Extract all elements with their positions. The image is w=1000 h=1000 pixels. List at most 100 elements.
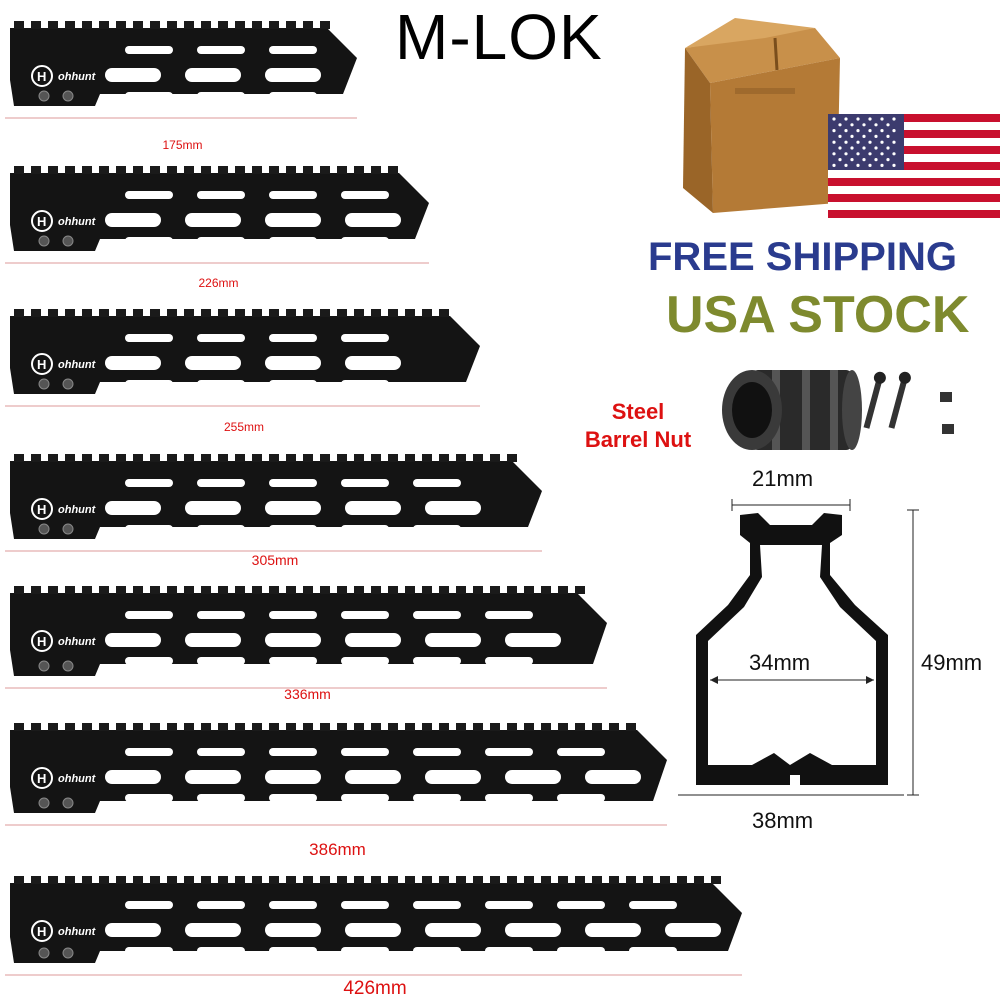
screw-icon — [62, 660, 74, 672]
brand-logo-mark: H — [37, 924, 46, 939]
rail-tooth — [252, 723, 262, 731]
rail-tooth — [252, 454, 262, 462]
rail-tooth — [167, 723, 177, 731]
mlok-slot — [557, 947, 605, 955]
mlok-slot — [269, 92, 317, 100]
rail-tooth — [133, 586, 143, 594]
mlok-slot — [425, 770, 481, 784]
rail-tooth — [65, 166, 75, 174]
rail-tooth — [354, 309, 364, 317]
mlok-slot — [413, 947, 461, 955]
handguard-length-label: 226mm — [198, 276, 239, 290]
profile-top-width: 21mm — [752, 466, 814, 491]
mlok-slot — [413, 748, 461, 756]
mlok-slot — [197, 657, 245, 665]
flag-star — [868, 117, 872, 121]
flag-star — [874, 158, 878, 162]
rail-tooth — [371, 723, 381, 731]
screw-icon — [62, 947, 74, 959]
mlok-slot — [341, 901, 389, 909]
flag-star — [880, 163, 884, 167]
brand-name: ohhunt — [58, 504, 97, 516]
mlok-slot — [185, 633, 241, 647]
barrel-nut-label-line1: Steel — [611, 399, 665, 424]
rail-tooth — [592, 876, 602, 884]
rail-tooth — [235, 723, 245, 731]
brand-logo-mark: H — [37, 357, 46, 372]
rail-tooth — [150, 21, 160, 29]
flag-star — [850, 134, 854, 138]
rail-tooth — [371, 586, 381, 594]
flag-star — [850, 158, 854, 162]
rail-tooth — [235, 21, 245, 29]
mlok-slot — [269, 525, 317, 533]
flag-star — [880, 140, 884, 144]
barrel-nut-label-line2: Barrel Nut — [584, 427, 692, 452]
rail-tooth — [558, 586, 568, 594]
mlok-slot — [413, 794, 461, 802]
rail-tooth — [439, 309, 449, 317]
rail-tooth — [354, 166, 364, 174]
mlok-slot — [265, 633, 321, 647]
rail-tooth — [269, 21, 279, 29]
flag-star — [886, 146, 890, 150]
mlok-slot — [341, 525, 389, 533]
brand-name: ohhunt — [58, 71, 97, 83]
mlok-slot — [341, 380, 389, 388]
rail-tooth — [490, 723, 500, 731]
rail-tooth — [439, 586, 449, 594]
mlok-slot — [413, 479, 461, 487]
rail-tooth — [303, 586, 313, 594]
flag-stripe — [828, 170, 1000, 178]
rail-tooth — [269, 454, 279, 462]
mlok-slot — [265, 213, 321, 227]
flag-star — [832, 152, 836, 156]
flag-star — [832, 129, 836, 133]
screw-icon — [62, 235, 74, 247]
rail-tooth — [507, 586, 517, 594]
rail-tooth — [286, 586, 296, 594]
rail-tooth — [116, 586, 126, 594]
profile-inner-width: 34mm — [749, 650, 811, 675]
brand-logo-icon — [31, 920, 53, 942]
flag-star — [850, 146, 854, 150]
flag-star — [856, 117, 860, 121]
screw-icon — [38, 947, 50, 959]
rail-tooth — [354, 723, 364, 731]
rail-tooth — [286, 309, 296, 317]
mlok-slot — [485, 794, 533, 802]
rail-tooth — [82, 454, 92, 462]
mlok-slot — [413, 657, 461, 665]
flag-star — [886, 134, 890, 138]
handguard-length-label: 386mm — [309, 840, 366, 859]
mlok-slot — [197, 380, 245, 388]
rail-tooth — [388, 586, 398, 594]
rail-tooth — [337, 309, 347, 317]
rail-tooth — [473, 454, 483, 462]
rail-tooth — [541, 586, 551, 594]
brand-logo-mark: H — [37, 214, 46, 229]
rail-tooth — [48, 586, 58, 594]
rail-tooth — [303, 723, 313, 731]
rail-tooth — [167, 166, 177, 174]
handguard-body — [10, 316, 480, 394]
mlok-slot — [269, 334, 317, 342]
rail-tooth — [694, 876, 704, 884]
rail-tooth — [116, 21, 126, 29]
mlok-slot — [341, 191, 389, 199]
mlok-slot — [197, 46, 245, 54]
flag-star — [838, 123, 842, 127]
rail-tooth — [99, 723, 109, 731]
rail-tooth — [490, 454, 500, 462]
mlok-slot — [557, 748, 605, 756]
rail-tooth — [320, 454, 330, 462]
rail-tooth — [201, 876, 211, 884]
rail-tooth — [456, 454, 466, 462]
rail-tooth — [405, 309, 415, 317]
rail-tooth — [133, 723, 143, 731]
flag-stripe — [828, 210, 1000, 218]
